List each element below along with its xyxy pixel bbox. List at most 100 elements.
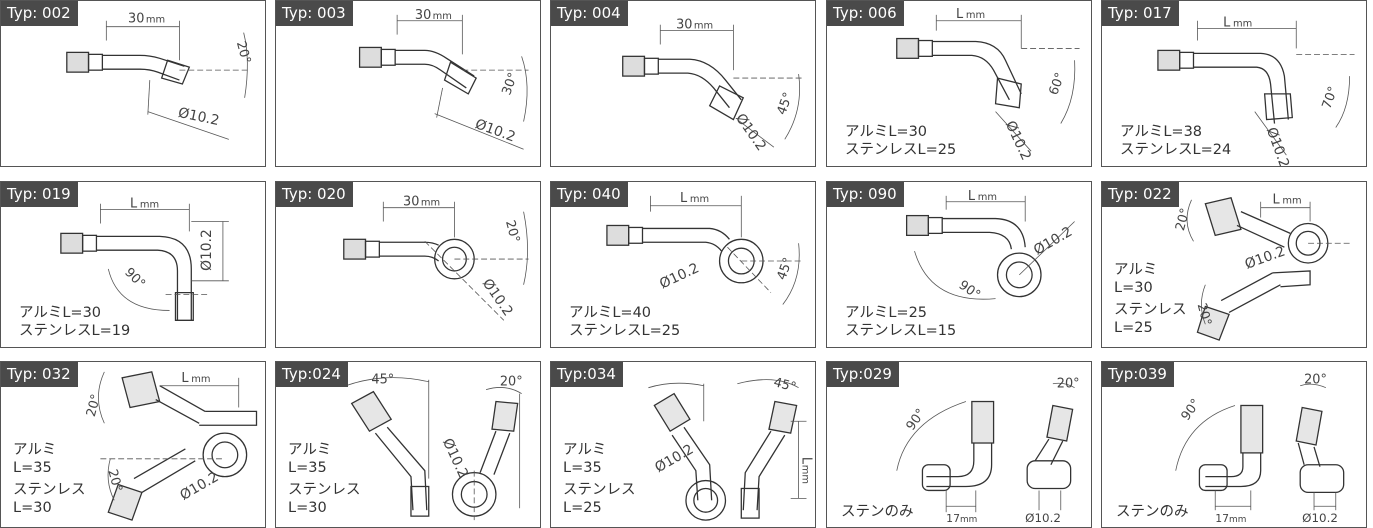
type-tag: Typ: 032: [1, 362, 78, 387]
angle-label: 90°: [121, 265, 148, 292]
length-label: 30: [403, 195, 419, 210]
drawing-stroke: [784, 74, 801, 140]
drawing-stroke: [60, 232, 84, 254]
note-aluminum: アルミL=25: [845, 305, 928, 321]
drawing-stroke: [380, 48, 396, 66]
fitting-cell-004: Typ: 004 30 mm 45° Ø10.2: [550, 0, 816, 167]
type-tag: Typ: 006: [827, 1, 904, 26]
drawing-stroke: [1196, 305, 1230, 341]
angle-label: 45°: [371, 373, 394, 388]
note-aluminum-length: L=35: [13, 460, 52, 476]
diameter-label: Ø10.2: [439, 436, 471, 481]
drawing-stroke: [648, 382, 704, 389]
unit-label: mm: [1229, 515, 1246, 525]
fitting-drawing: 30 mm 30° Ø10.2: [358, 8, 529, 150]
unit-label: mm: [421, 198, 440, 209]
diameter-label: Ø10.2: [657, 260, 702, 292]
drawing-stroke: [1335, 76, 1350, 128]
angle-label: 20°: [502, 219, 522, 245]
drawing-stroke: [485, 387, 522, 394]
fitting-drawing: L mm 45° Ø10.2: [606, 191, 804, 305]
drawing-stroke: [1272, 270, 1311, 288]
drawing-stroke: [1198, 464, 1228, 492]
drawing-stroke: [1052, 382, 1075, 389]
note-aluminum: アルミ: [563, 442, 607, 458]
note-aluminum: アルミL=30: [19, 305, 102, 321]
drawing-stroke: [243, 32, 248, 98]
diameter-label: Ø10.2: [177, 469, 221, 504]
note-stainless-length: L=30: [13, 500, 52, 516]
note-aluminum: アルミL=38: [1120, 124, 1203, 140]
diameter-label: Ø10.2: [479, 276, 516, 319]
drawing-stroke: [1175, 405, 1236, 471]
drawing-stroke: [921, 464, 951, 492]
drawing-stroke: [971, 400, 995, 444]
length-label: L: [680, 191, 688, 206]
drawing-stroke: [436, 87, 443, 118]
unit-label: mm: [1282, 196, 1301, 207]
drawing-stroke: [443, 61, 478, 95]
drawing-stroke: [102, 54, 185, 81]
length-label: 30: [676, 18, 692, 33]
drawing-stroke: [905, 214, 930, 236]
drawing-stroke: [896, 401, 967, 471]
note-aluminum: アルミ: [1114, 262, 1158, 278]
drawing-stroke: [350, 390, 393, 433]
drawing-stroke: [658, 58, 742, 109]
angle-label: 20°: [233, 40, 253, 66]
drawing-stroke: [693, 487, 719, 513]
type-tag: Typ: 019: [1, 182, 78, 207]
length-label: L: [1273, 193, 1281, 208]
drawing-stroke: [742, 430, 786, 511]
drawing-stroke: [606, 224, 630, 246]
drawing-stroke: [917, 39, 933, 57]
fitting-drawing: 45° 20° Ø10.2: [345, 373, 523, 521]
drawing-stroke: [737, 119, 775, 148]
note-stainless: ステンレスL=25: [845, 142, 957, 158]
drawing-stroke: [199, 410, 258, 426]
drawing-stroke: [1018, 221, 1075, 276]
angle-label-right: 20°: [1057, 377, 1080, 392]
drawing-stroke: [1026, 460, 1072, 490]
drawing-stroke: [424, 241, 505, 321]
drawing-stroke: [1179, 51, 1195, 69]
drawing-stroke: [737, 379, 799, 389]
angle-label: 45°: [774, 256, 796, 283]
drawing-stroke: [768, 400, 798, 434]
unit-label: mm: [146, 15, 165, 26]
fitting-drawing: 90° 20° 17 mm Ø10.2: [1175, 373, 1345, 525]
fitting-cell-040: Typ: 040 L mm 45° Ø10.2 アルミL=40 ステンレスL=2…: [550, 181, 816, 348]
drawing-stroke: [942, 217, 1026, 250]
unit-label: mm: [690, 194, 709, 205]
fitting-cell-039: Typ:039 90° 20° 17 mm Ø10.2: [1101, 361, 1367, 528]
drawing-stroke: [708, 85, 745, 121]
fitting-drawing: L mm 90° Ø10.2: [905, 189, 1075, 303]
angle-label: 70°: [1320, 85, 1342, 112]
note-aluminum: アルミ: [13, 442, 57, 458]
angle-label: 20°: [84, 393, 104, 419]
fitting-cell-024: Typ:024 45° 20° Ø10.2 アルミ L=35 ステンレス L: [275, 361, 541, 528]
angle-label: 30°: [499, 71, 521, 98]
drawing-stroke: [1263, 93, 1293, 121]
fitting-drawing: L mm 90° Ø10.2: [60, 197, 229, 321]
angle-label: 60°: [1046, 71, 1068, 98]
diameter-label: Ø10.2: [652, 441, 696, 476]
type-tag: Typ:039: [1102, 362, 1174, 387]
drawing-stroke: [932, 40, 1022, 101]
note-stainless: ステンレス: [288, 482, 361, 498]
fitting-cell-020: Typ: 020 30 mm 20° Ø10.2: [275, 181, 541, 348]
note-aluminum: アルミL=30: [845, 124, 928, 140]
drawing-stroke: [671, 426, 713, 501]
unit-label: mm: [800, 465, 811, 484]
drawing-stroke: [896, 37, 920, 59]
angle-label: 90°: [904, 406, 929, 433]
drawing-stroke: [1193, 52, 1289, 124]
fitting-cell-022: Typ: 022 L mm 20° 20° Ø10.2 アルミ L=: [1101, 181, 1367, 348]
drawing-stroke: [643, 57, 659, 75]
unit-label: mm: [1233, 19, 1252, 30]
drawing-stroke: [1240, 404, 1264, 454]
drawing-stroke: [642, 227, 730, 252]
drawing-stroke: [98, 371, 105, 424]
fitting-drawing: L mm 20° 20° Ø10.2: [1173, 193, 1350, 341]
